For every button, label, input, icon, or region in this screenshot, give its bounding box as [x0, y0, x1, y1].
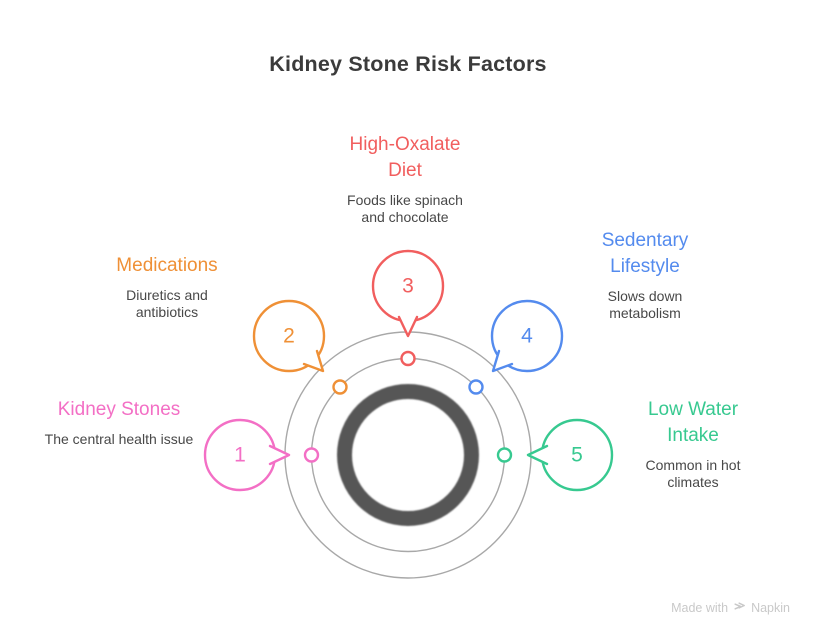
factor-kidney-stones: Kidney Stones The central health issue — [44, 397, 194, 448]
factor-medications: Medications Diuretics and antibiotics — [106, 253, 228, 321]
bubble-1-tail — [268, 444, 291, 466]
factor-high-oxalate-diet: High-Oxalate Diet Foods like spinach and… — [335, 132, 475, 226]
factor-high-oxalate-diet-description: Foods like spinach and chocolate — [347, 192, 463, 225]
factor-sedentary-lifestyle: Sedentary Lifestyle Slows down metabolis… — [585, 228, 705, 322]
page-title: Kidney Stone Risk Factors — [269, 52, 547, 76]
napkin-logo-icon — [733, 600, 746, 616]
bubble-3-number: 3 — [402, 274, 414, 298]
dot-1 — [303, 447, 320, 463]
bubble-5-tail — [526, 444, 549, 466]
bubble-4-number: 4 — [521, 324, 533, 348]
factor-sedentary-lifestyle-description: Slows down metabolism — [607, 288, 683, 321]
bubble-2-tail — [302, 349, 325, 373]
watermark-brand: Napkin — [751, 601, 790, 615]
factor-low-water-intake-description: Common in hot climates — [645, 457, 741, 490]
factor-high-oxalate-diet-title: High-Oxalate Diet — [349, 134, 461, 181]
bubble-2-number: 2 — [283, 324, 295, 348]
factor-medications-description: Diuretics and antibiotics — [126, 287, 208, 320]
bubble-3-tail — [397, 315, 419, 338]
factor-medications-title: Medications — [116, 255, 218, 276]
factor-low-water-intake-title: Low Water Intake — [647, 399, 739, 446]
dot-2 — [332, 379, 348, 395]
watermark: Made with Napkin — [671, 600, 790, 616]
central-ring — [337, 384, 479, 526]
watermark-prefix: Made with — [671, 601, 729, 615]
bubble-5-number: 5 — [571, 443, 583, 467]
bubble-4 — [490, 299, 564, 373]
dot-5 — [496, 447, 513, 463]
bubble-2 — [252, 299, 326, 373]
dot-3 — [400, 350, 416, 367]
factor-kidney-stones-description: The central health issue — [44, 431, 194, 447]
factor-low-water-intake: Low Water Intake Common in hot climates — [637, 397, 749, 491]
bubble-4-tail — [491, 349, 514, 373]
factor-kidney-stones-title: Kidney Stones — [57, 399, 181, 420]
dot-4 — [468, 379, 484, 395]
bubble-1-number: 1 — [234, 443, 246, 467]
factor-sedentary-lifestyle-title: Sedentary Lifestyle — [601, 230, 689, 277]
